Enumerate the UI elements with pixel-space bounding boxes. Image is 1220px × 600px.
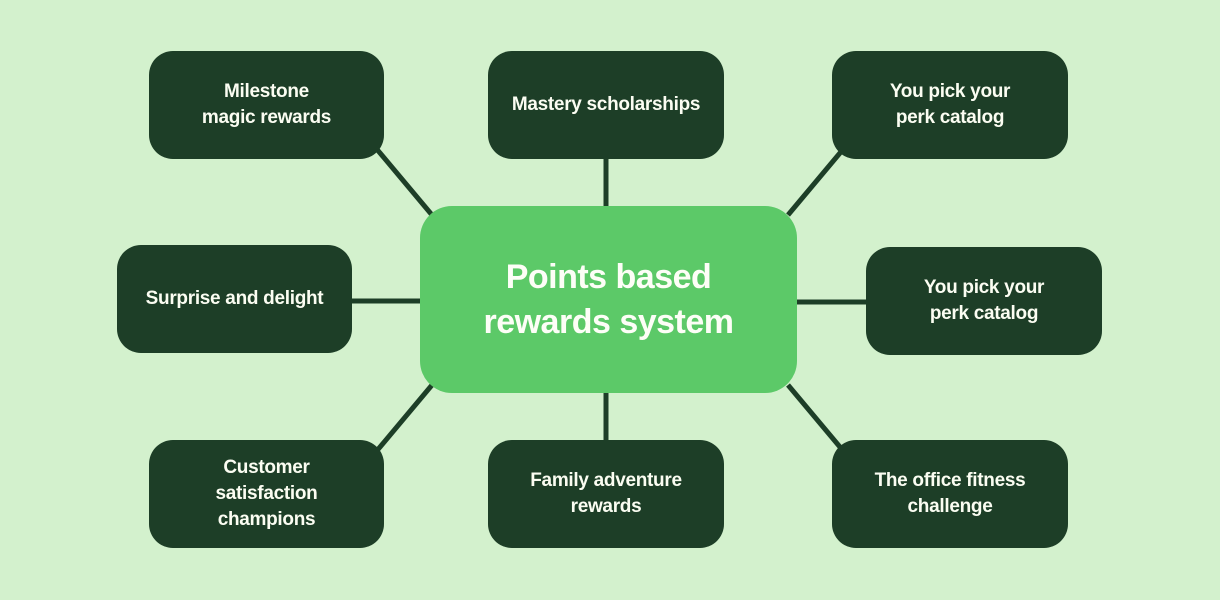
node-label: Customer satisfaction champions — [215, 456, 318, 531]
node-mastery-scholarships: Mastery scholarships — [488, 51, 724, 159]
central-node: Points based rewards system — [420, 206, 797, 393]
connector-top-right — [786, 145, 847, 217]
node-you-pick-your-perk-catalog-right: You pick your perk catalog — [866, 247, 1102, 355]
node-label: You pick your perk catalog — [889, 80, 1011, 128]
node-customer-satisfaction-champions: Customer satisfaction champions — [149, 440, 384, 548]
node-you-pick-your-perk-catalog-top: You pick your perk catalog — [832, 51, 1068, 159]
node-label: The office fitness challenge — [874, 469, 1026, 517]
node-label: Family adventure rewards — [530, 469, 682, 517]
node-label: Milestone magic rewards — [201, 80, 332, 128]
connector-top-left — [373, 145, 434, 217]
node-family-adventure-rewards: Family adventure rewards — [488, 440, 724, 548]
connector-bottom-right — [786, 383, 847, 455]
central-node-label: Points based rewards system — [483, 257, 734, 341]
node-surprise-and-delight: Surprise and delight — [117, 245, 352, 353]
node-label: Mastery scholarships — [511, 93, 701, 115]
node-label: Surprise and delight — [145, 287, 324, 309]
connector-bottom-left — [373, 383, 434, 455]
node-milestone-magic-rewards: Milestone magic rewards — [149, 51, 384, 159]
node-the-office-fitness-challenge: The office fitness challenge — [832, 440, 1068, 548]
node-label: You pick your perk catalog — [923, 276, 1045, 324]
